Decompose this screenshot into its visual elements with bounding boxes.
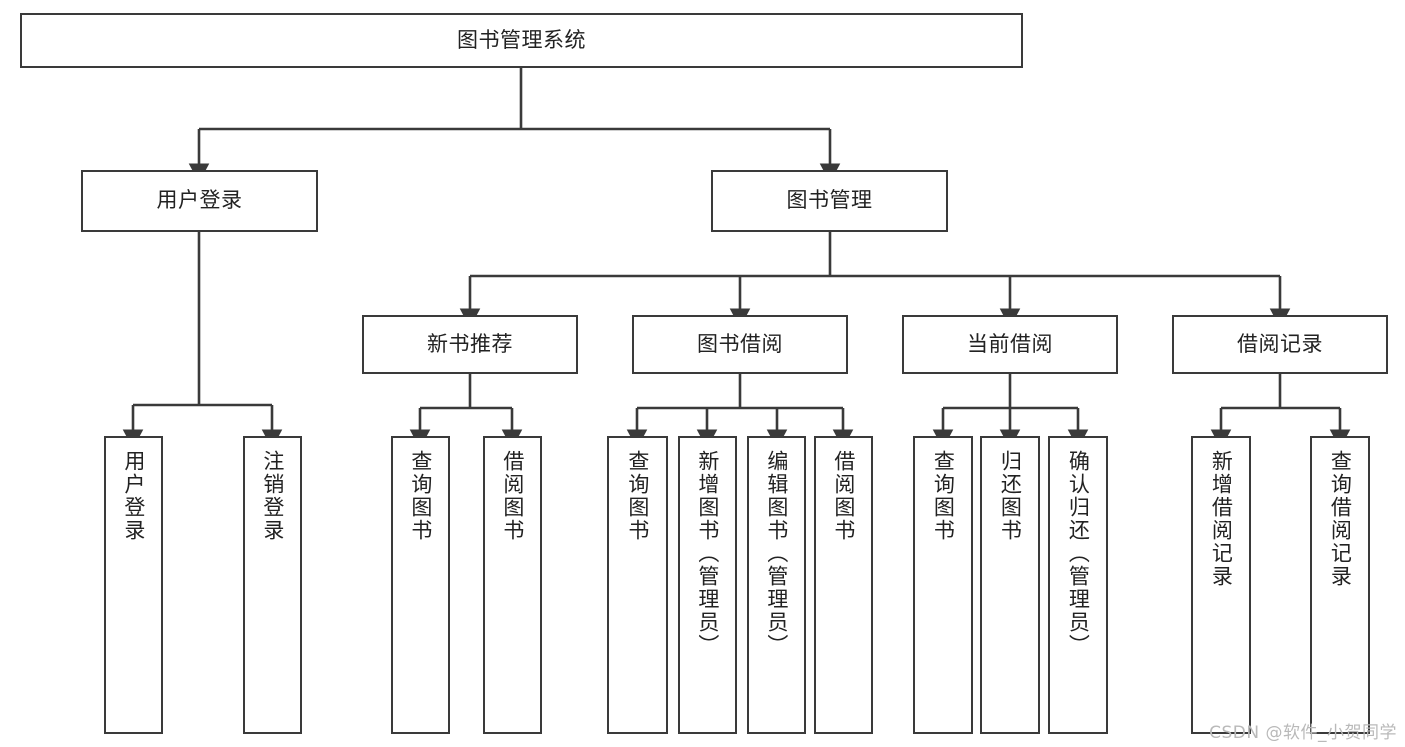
watermark: CSDN @软件_小贺同学 [1209, 723, 1397, 743]
leaf-node-label: 新增图书（管理员） [695, 450, 720, 657]
leaf-node-12[interactable]: 查询借阅记录 [1310, 436, 1370, 734]
leaf-node-4[interactable]: 查询图书 [607, 436, 668, 734]
leaf-node-label: 新增借阅记录 [1209, 450, 1234, 588]
level3-node-1[interactable]: 图书借阅 [632, 315, 848, 374]
level3-node-label: 当前借阅 [967, 331, 1053, 356]
level3-node-label: 借阅记录 [1237, 331, 1323, 356]
level2-node-0[interactable]: 用户登录 [81, 170, 318, 232]
leaf-node-2[interactable]: 查询图书 [391, 436, 450, 734]
leaf-node-6[interactable]: 编辑图书（管理员） [747, 436, 806, 734]
level3-node-label: 新书推荐 [427, 331, 513, 356]
level3-node-2[interactable]: 当前借阅 [902, 315, 1118, 374]
leaf-node-7[interactable]: 借阅图书 [814, 436, 873, 734]
leaf-node-label: 借阅图书 [500, 450, 525, 542]
level2-node-label: 图书管理 [786, 188, 873, 213]
leaf-node-label: 用户登录 [121, 450, 146, 542]
leaf-node-3[interactable]: 借阅图书 [483, 436, 542, 734]
leaf-node-5[interactable]: 新增图书（管理员） [678, 436, 737, 734]
root-node[interactable]: 图书管理系统 [20, 13, 1023, 68]
level3-node-0[interactable]: 新书推荐 [362, 315, 578, 374]
leaf-node-label: 注销登录 [260, 450, 285, 542]
level3-node-label: 图书借阅 [697, 331, 783, 356]
leaf-node-8[interactable]: 查询图书 [913, 436, 973, 734]
leaf-node-1[interactable]: 注销登录 [243, 436, 302, 734]
leaf-node-9[interactable]: 归还图书 [980, 436, 1040, 734]
leaf-node-label: 查询图书 [408, 450, 433, 542]
leaf-node-0[interactable]: 用户登录 [104, 436, 163, 734]
leaf-node-label: 查询图书 [931, 450, 956, 542]
level2-node-1[interactable]: 图书管理 [711, 170, 948, 232]
leaf-node-label: 查询借阅记录 [1328, 450, 1353, 588]
leaf-node-label: 确认归还（管理员） [1066, 450, 1091, 657]
leaf-node-label: 归还图书 [998, 450, 1023, 542]
root-node-label: 图书管理系统 [457, 27, 586, 52]
leaf-node-10[interactable]: 确认归还（管理员） [1048, 436, 1108, 734]
leaf-node-11[interactable]: 新增借阅记录 [1191, 436, 1251, 734]
leaf-node-label: 编辑图书（管理员） [764, 450, 789, 657]
level3-node-3[interactable]: 借阅记录 [1172, 315, 1388, 374]
leaf-node-label: 借阅图书 [831, 450, 856, 542]
level2-node-label: 用户登录 [156, 188, 243, 213]
leaf-node-label: 查询图书 [625, 450, 650, 542]
